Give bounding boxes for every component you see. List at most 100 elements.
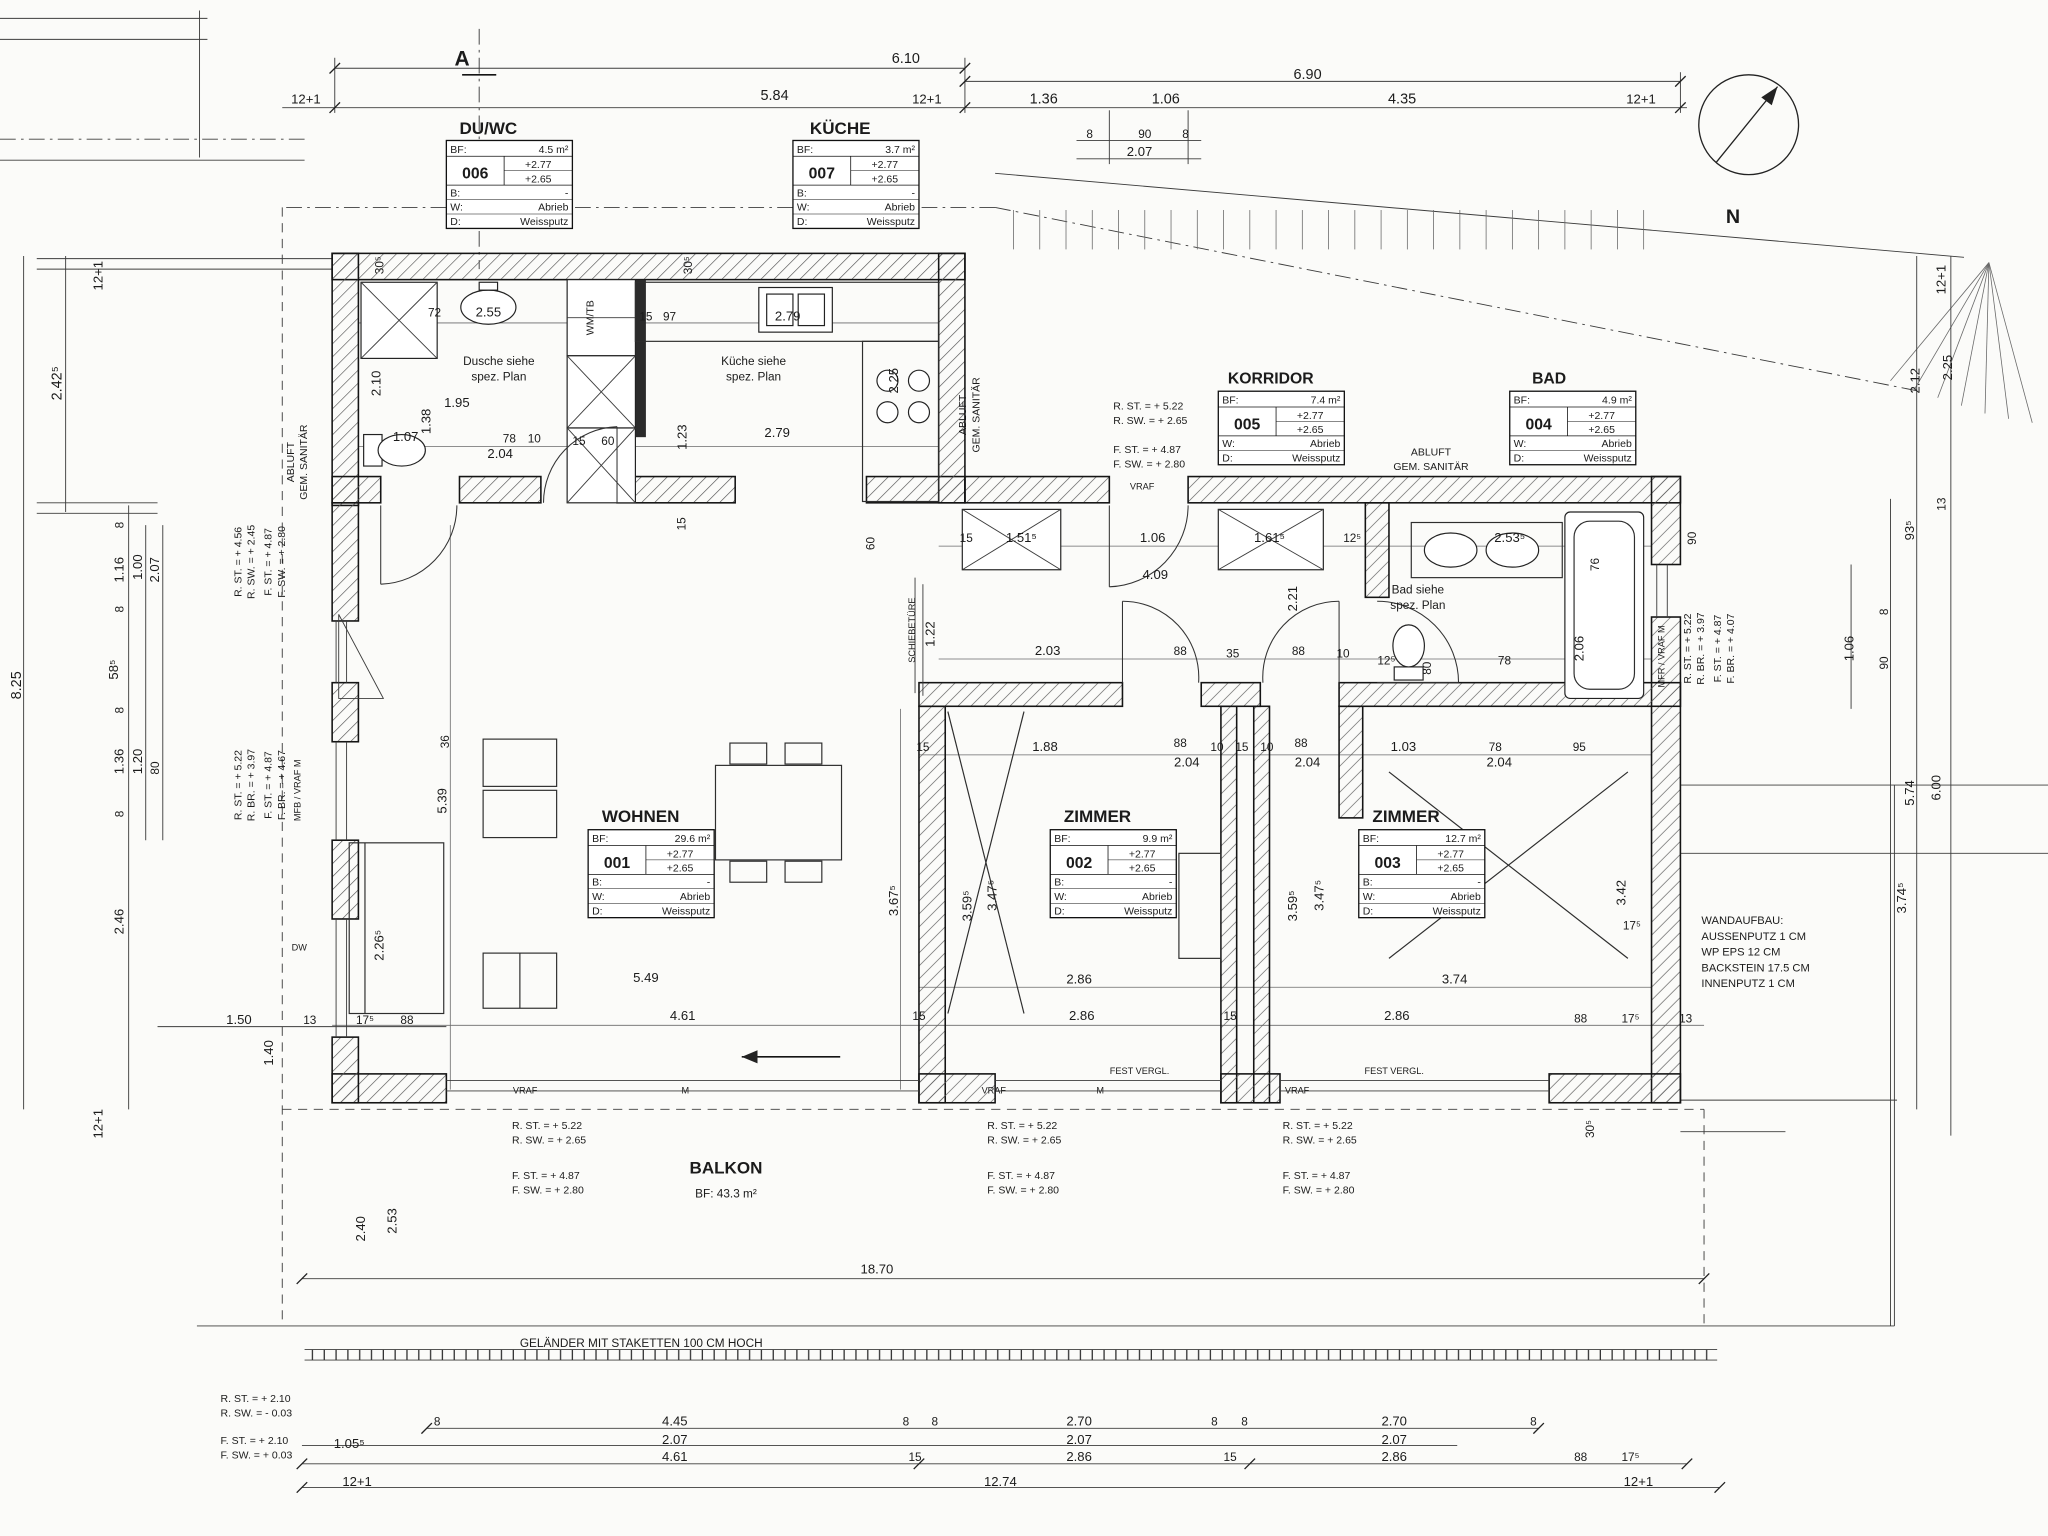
dim-label: 8 [1211,1415,1218,1429]
walls [331,252,1682,1104]
dim-label: 8 [931,1415,938,1429]
dim-label: 15 [1224,1009,1238,1023]
dim-label: 15 [912,1009,926,1023]
bf-label: BF: [450,144,466,156]
finish-label: D: [1222,452,1233,464]
door-swings [380,426,1460,684]
dim-label: 2.53⁵ [1494,530,1525,545]
level-top: +2.77 [872,159,899,171]
dim-label: 8 [112,521,126,528]
dim-label: 88 [1174,736,1188,750]
dim-tick [959,62,971,74]
dim-label: 2.79 [764,425,790,440]
dim-label: 1.23 [675,424,690,450]
finish-value: - [707,876,711,888]
dim-label: 2.25 [1940,355,1955,381]
washbasin [1485,532,1540,568]
room-title-duwc: DU/WC [459,119,517,138]
dim-tick [913,1458,925,1470]
finish-label: D: [450,216,461,228]
finish-label: W: [592,891,605,903]
wc-cistern [1393,666,1424,681]
dim-tick [1698,1272,1710,1285]
room-info-zimmer-002: BF:9.9 m²002+2.77+2.65B:-W:AbriebD:Weiss… [1049,829,1177,919]
dim-label: F. ST. = + 4.87 [263,751,275,819]
dim-label: spez. Plan [726,370,781,384]
dim-label: 72 [428,305,441,319]
dim-label: M [1096,1086,1104,1096]
dim-label: 17⁵ [1622,1012,1640,1026]
dim-label: 12⁵ [1377,653,1395,667]
dim-label: 3.67⁵ [886,885,901,916]
dim-label: F. SW. = + 2.80 [987,1184,1059,1196]
dim-label: 1.61⁵ [1254,530,1285,545]
bf-value: 9.9 m² [1143,833,1173,845]
dim-label: 2.79 [775,308,801,323]
dim-label: 12+1 [291,92,321,107]
room-title-wohnen: WOHNEN [602,807,680,826]
finish-value: Weissputz [1584,452,1632,464]
dim-label: ABLUFT [285,441,297,482]
dim-label: FEST VERGL. [1364,1066,1423,1076]
dim-label: 30⁵ [1583,1120,1597,1138]
dim-label: 1.88 [1032,739,1058,754]
dim-label: 4.09 [1143,567,1169,582]
dim-label: R. ST. = + 5.22 [1113,401,1183,413]
level-bottom: +2.65 [1437,863,1464,875]
dim-label: INNENPUTZ 1 CM [1701,978,1794,990]
dim-label: F. BR. = + 4.07 [1725,613,1737,683]
finish-value: Weissputz [1292,452,1340,464]
finish-value: Abrieb [1142,891,1173,903]
furniture [348,711,1629,1015]
dim-label: 2.04 [1174,755,1200,770]
finish-value: Abrieb [1310,438,1341,450]
chair [784,860,823,883]
room-title-zimmer-002: ZIMMER [1064,807,1131,826]
dim-label: 3.47⁵ [1311,880,1326,911]
dim-tick [1674,101,1687,114]
dim-label: VRAF [513,1086,538,1096]
dim-label: F. ST. = + 4.87 [987,1170,1055,1182]
dim-label: 1.07 [393,429,419,444]
dim-label: 1.03 [1391,739,1417,754]
dim-label: GEM. SANITÄR [1393,461,1469,473]
dim-label: 6.00 [1928,775,1943,801]
dim-label: F. SW. = + 2.80 [276,526,288,598]
level-top: +2.77 [1588,410,1615,422]
room-title-zimmer-003: ZIMMER [1372,807,1439,826]
dim-label: 8 [112,707,126,714]
dim-label: 1.20 [130,749,145,775]
dim-label: 1.06 [1140,530,1166,545]
room-number: 007 [809,166,836,183]
dim-tick [296,1458,308,1470]
dim-label: R. BR. = + 3.97 [246,749,258,822]
dim-label: 1.36 [1030,92,1058,108]
dim-label: R. ST. = + 4.56 [233,527,245,597]
dim-label: 4.61 [670,1008,696,1023]
dim-label: 5.49 [633,970,659,985]
room-number: 005 [1234,416,1261,433]
dim-label: 2.04 [1486,755,1512,770]
room-number: 003 [1375,855,1402,872]
dim-label: 2.10 [369,371,384,397]
bf-label: BF: [1514,395,1530,407]
level-top: +2.77 [1297,410,1324,422]
dim-label: 3.47⁵ [984,880,999,911]
dim-label: 15 [908,1450,922,1464]
dim-label: DW [292,942,308,952]
dim-label: F. SW. = + 0.03 [221,1450,293,1462]
dim-label: 2.07 [1127,144,1153,159]
bf-label: BF: [592,833,608,845]
dim-label: 1.40 [261,1040,276,1066]
dim-label: 60 [601,434,615,448]
level-bottom: +2.65 [525,173,552,185]
dim-label: 2.86 [1066,1449,1092,1464]
chair [729,860,768,883]
dim-label: VRAF [1130,482,1155,492]
dim-label: 2.25 [886,368,901,394]
dim-label: 1.38 [419,409,434,435]
dim-label: F. SW. = + 2.80 [1283,1184,1355,1196]
dim-label: F. SW. = + 2.80 [1113,458,1185,470]
dim-label: 15 [572,434,586,448]
bf-value: 7.4 m² [1311,395,1341,407]
